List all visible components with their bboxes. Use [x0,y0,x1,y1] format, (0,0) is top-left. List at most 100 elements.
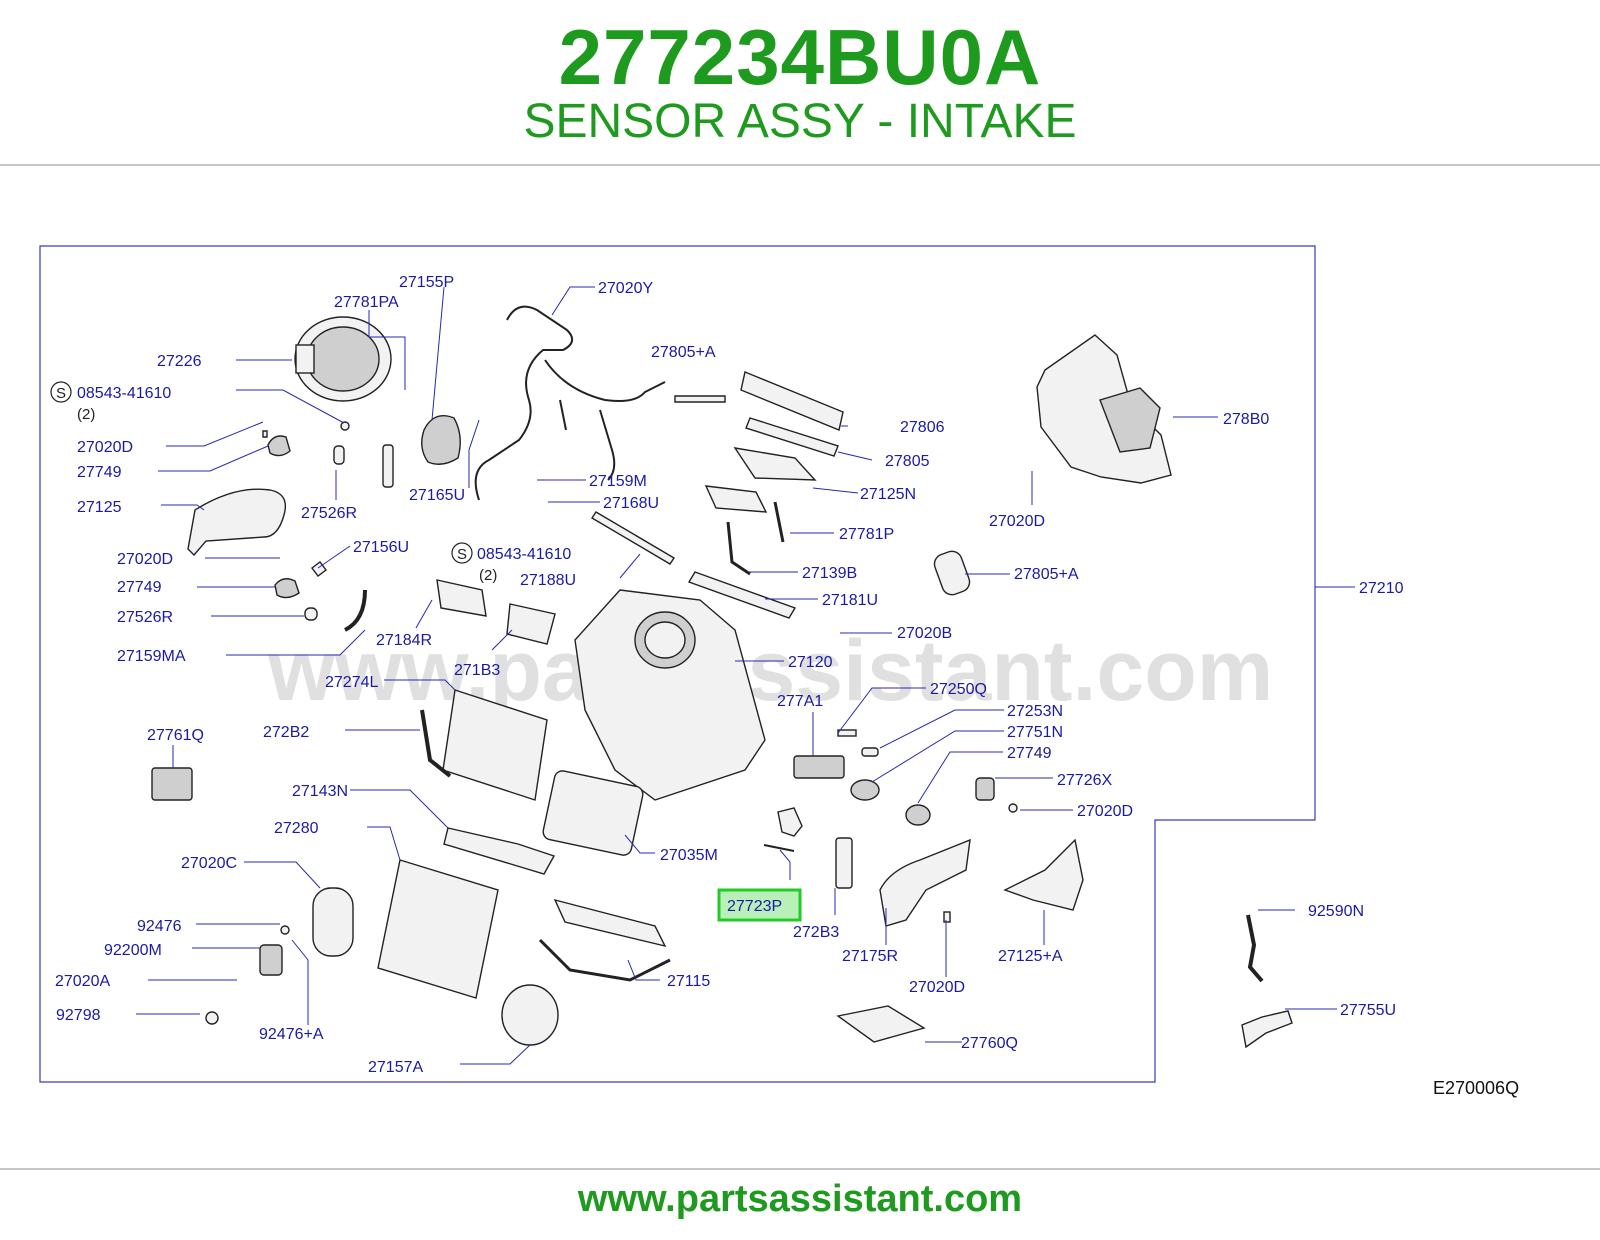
callout-label: 277A1 [777,693,823,710]
callout-label: 92476+A [259,1026,324,1043]
clip-27749-drawing [274,578,300,599]
grille-27143n-drawing [443,827,556,875]
callout-label: 27175R [842,948,898,965]
callout-label: 27020D [909,979,965,996]
callout-label: 27805 [885,453,930,470]
duct-27125-drawing [187,488,287,557]
callout-label: 27165U [409,487,465,504]
callout-label: 27020D [117,551,173,568]
callout-label: 27020Y [598,280,653,297]
callout-label: 27125 [77,499,122,516]
door-271b3-drawing [506,603,556,645]
bracket-27755u-drawing [1241,1010,1293,1049]
leader-lines [136,286,1355,1065]
pad-27760q-drawing [836,1005,926,1043]
plug-27526r-drawing [304,607,318,621]
callout-label: 27020D [77,439,133,456]
callout-label: 27168U [603,495,659,512]
callout-label: 27020B [897,625,952,642]
callout-label: 27020A [55,973,110,990]
pad-27020c-drawing [312,887,354,957]
harness-drawing [474,305,666,501]
rod-drawing [382,444,394,488]
pin-27250q-drawing [837,729,857,737]
footer-website-link[interactable]: www.partsassistant.com [577,1178,1023,1220]
gasket-ring-drawing [933,550,971,596]
callout-label: 27020D [989,513,1045,530]
callout-label: 27159MA [117,648,186,665]
filter-frame-drawing [740,371,844,431]
hose-92590n-drawing [1246,914,1264,983]
callout-label: 27143N [292,783,348,800]
clip-drawing [267,435,291,457]
callout-label: 27749 [77,464,122,481]
s-symbol-circle [451,542,473,564]
callout-label: 27760Q [961,1035,1018,1052]
callout-label: 27751N [1007,724,1063,741]
callout-label: 27020C [181,855,237,872]
part-number-title: 277234BU0A [558,13,1042,101]
callout-label: 27159M [589,473,647,490]
grommet-drawing [262,430,268,438]
resistor-drawing [151,767,193,801]
duct-27175r-drawing [879,838,971,927]
seal-strip-drawing [687,571,797,619]
oring-drawing [280,925,290,935]
watermark-text: www.partsassistant.com [267,623,1273,719]
callout-label: 27188U [520,572,576,589]
grommet-27020d-right-drawing [1008,803,1018,813]
callout-label: 27250Q [930,681,987,698]
pipes-27115-drawing [538,938,671,982]
callout-label: 27181U [822,592,878,609]
valve-92200m-drawing [259,944,283,976]
callout-label: 27761Q [147,727,204,744]
callout-label: 92590N [1308,903,1364,920]
heater-case-drawing [574,589,766,801]
link-rods-drawing [726,501,785,576]
clip-27253n-drawing [861,747,879,757]
heater-core-drawing [442,689,548,801]
diagram-border [39,245,1316,1083]
bolt-92798-drawing [205,1011,219,1025]
clip-27751n-drawing [850,779,880,801]
callout-label: 27155P [399,274,454,291]
callout-label: 27749 [117,579,162,596]
bracket-272b3-drawing [835,837,853,889]
callout-label: 272B3 [793,924,839,941]
part-illustrations [151,305,1293,1049]
sensor-screw-drawing [763,844,795,852]
callout-label: 27157A [368,1059,423,1076]
callout-label: 92200M [104,942,162,959]
blower-case-drawing [1036,334,1172,484]
plug-drawing [333,445,345,465]
pipes-272b2-drawing [420,709,452,778]
duct-27125a-drawing [1003,838,1084,911]
callout-label: 27253N [1007,703,1063,720]
s-symbol-label: S [457,546,467,563]
callout-label: 278B0 [1223,411,1269,428]
header-divider [0,164,1600,166]
intake-sensor-drawing [777,807,803,837]
seal-27188u-drawing [591,511,675,565]
callout-label: 27035M [660,847,718,864]
control-277a1-drawing [793,755,845,779]
callout-label: 271B3 [454,662,500,679]
callout-label: 27115 [667,973,710,990]
callout-label: 27726X [1057,772,1112,789]
quantity-label: (2) [77,406,95,423]
callout-label: 27526R [117,609,173,626]
callout-label: 92476 [137,918,182,935]
evaporator-drawing [377,859,499,999]
callout-label: 27226 [157,353,202,370]
callout-label: 27120 [788,654,833,671]
callout-label: 08543-41610 [477,546,571,563]
quantity-label: (2) [479,567,497,584]
callout-label: 272B2 [263,724,309,741]
callout-label: 27781PA [334,294,399,311]
gasket-drawing [674,395,726,403]
callout-label: 27020D [1077,803,1133,820]
callout-label: 27125N [860,486,916,503]
s-symbol-label: S [56,385,66,402]
highlighted-callout-label[interactable]: 27723P [727,898,782,915]
part-name-subtitle: SENSOR ASSY - INTAKE [523,95,1077,148]
